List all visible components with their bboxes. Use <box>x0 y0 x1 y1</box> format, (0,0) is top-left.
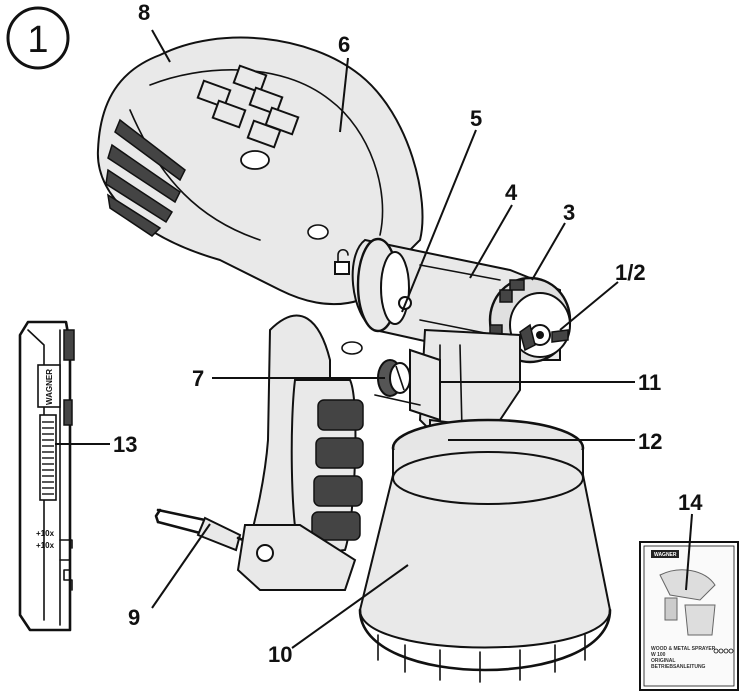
manual-title-2: W 100 <box>651 652 666 658</box>
manual-brand: WAGNER <box>654 552 677 558</box>
callout-6: 6 <box>338 32 350 57</box>
side-control-panel: WAGNER +10x +10x <box>18 320 75 632</box>
callout-3: 3 <box>563 200 575 225</box>
manual-illustration <box>659 569 716 636</box>
callout-12: 12 <box>638 429 662 454</box>
motor-housing <box>96 36 424 355</box>
lock-icon <box>334 248 350 275</box>
callout-11: 11 <box>638 370 661 395</box>
manual-dots <box>713 648 734 654</box>
operating-manual: WAGNER WOOD & METAL SPRAYER W 100 ORIGIN… <box>639 541 739 691</box>
figure-number-label: 1 <box>27 19 48 61</box>
front-barrel <box>351 237 572 364</box>
side-panel-brand: WAGNER <box>45 369 54 405</box>
callout-5: 5 <box>470 106 482 131</box>
adjustment-wheel <box>377 359 411 397</box>
manual-brand-badge <box>651 550 679 558</box>
handle-grip <box>311 399 364 541</box>
leader-lines <box>55 29 693 649</box>
callout-13: 13 <box>113 432 137 457</box>
callout-10: 10 <box>268 642 292 667</box>
callout-1-2: 1/2 <box>615 260 646 285</box>
air-vents <box>105 118 186 237</box>
callout-9: 9 <box>128 605 140 630</box>
callout-14: 14 <box>678 490 703 515</box>
container-bottom-ribs <box>358 608 612 683</box>
side-mark-top: +10x <box>36 529 55 538</box>
callout-4: 4 <box>505 180 518 205</box>
handle <box>236 314 364 591</box>
callout-labels: 8 6 5 4 3 1/2 7 11 12 13 9 10 14 <box>113 0 703 667</box>
manual-subtitle-2: BETRIEBSANLEITUNG <box>651 664 706 670</box>
figure-number: 1 <box>6 6 70 70</box>
nozzle <box>519 323 569 352</box>
callout-7: 7 <box>192 366 204 391</box>
callout-8: 8 <box>138 0 150 25</box>
paint-container <box>358 418 612 683</box>
manual-title-1: WOOD & METAL SPRAYER <box>651 646 716 652</box>
manual-subtitle-1: ORIGINAL <box>651 658 675 664</box>
top-grille <box>196 64 300 149</box>
side-mark-bottom: +10x <box>36 541 55 550</box>
